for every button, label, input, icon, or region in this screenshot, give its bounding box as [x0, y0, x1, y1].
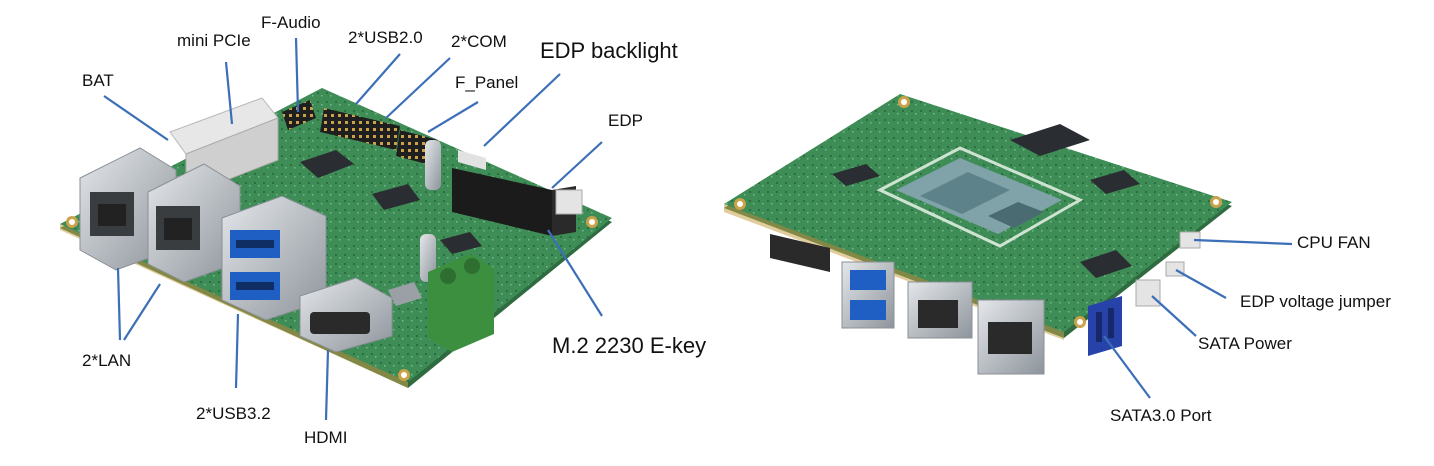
leader-cpu-fan [1193, 238, 1293, 246]
label-edp-jumper: EDP voltage jumper [1240, 292, 1391, 311]
leader-com [385, 57, 451, 119]
label-lan: 2*LAN [82, 351, 132, 370]
leader-mini-pcie [224, 61, 234, 125]
leader-lan-b [123, 283, 161, 341]
label-cpu-fan: CPU FAN [1297, 233, 1371, 252]
leader-m2 [547, 229, 603, 317]
leader-bat [103, 95, 169, 141]
board-back-image [724, 94, 1232, 375]
label-sata-power: SATA Power [1198, 334, 1292, 353]
leader-usb20 [355, 53, 401, 105]
label-f-audio: F-Audio [261, 13, 321, 32]
leader-edp-backlight [483, 73, 561, 147]
leader-lan-a [116, 267, 122, 341]
leader-usb32 [234, 313, 240, 389]
label-mini-pcie: mini PCIe [177, 31, 251, 50]
leader-hdmi [324, 349, 330, 421]
label-bat: BAT [82, 71, 114, 90]
label-edp-backlight: EDP backlight [540, 38, 678, 63]
label-hdmi: HDMI [304, 428, 348, 447]
leader-lines [103, 37, 1293, 421]
leader-edp-jumper [1175, 269, 1227, 299]
board-front-image [60, 88, 612, 388]
label-sata-port: SATA3.0 Port [1110, 406, 1212, 425]
label-usb32: 2*USB3.2 [196, 404, 271, 423]
leader-edp [551, 141, 603, 189]
label-f-panel: F_Panel [455, 73, 519, 92]
leader-f-audio [294, 37, 300, 113]
leader-sata-power [1151, 295, 1197, 337]
label-com: 2*COM [451, 32, 507, 51]
label-edp: EDP [608, 111, 643, 130]
label-m2: M.2 2230 E-key [552, 333, 707, 358]
label-usb20: 2*USB2.0 [348, 28, 423, 47]
leader-sata-port [1103, 335, 1151, 399]
leader-f-panel [427, 101, 479, 133]
